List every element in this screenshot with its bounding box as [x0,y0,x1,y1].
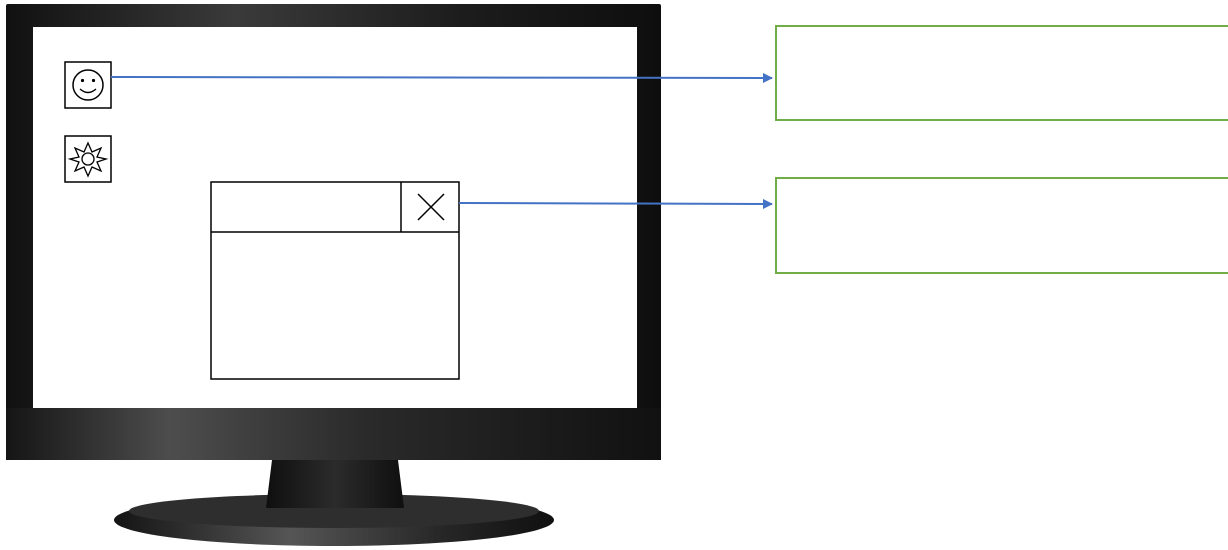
app-window [210,181,460,380]
arrow-smiley-to-callout [110,72,773,83]
arrow-close-to-callout [458,198,773,209]
app-window-frame [210,181,460,380]
close-icon [417,193,445,221]
monitor-stand-base-top [129,494,539,528]
monitor-stand [114,460,554,546]
smiley-face-icon [72,69,104,101]
desktop-icon-sun[interactable] [64,135,112,183]
sun-icon [67,141,109,178]
monitor-stand-neck [266,460,404,508]
window-close-button[interactable] [400,182,445,232]
desktop-icon-smiley[interactable] [64,61,112,109]
callout-box-top [775,25,1228,121]
callout-box-bottom [775,177,1228,274]
monitor-bottom-bezel [6,408,661,460]
